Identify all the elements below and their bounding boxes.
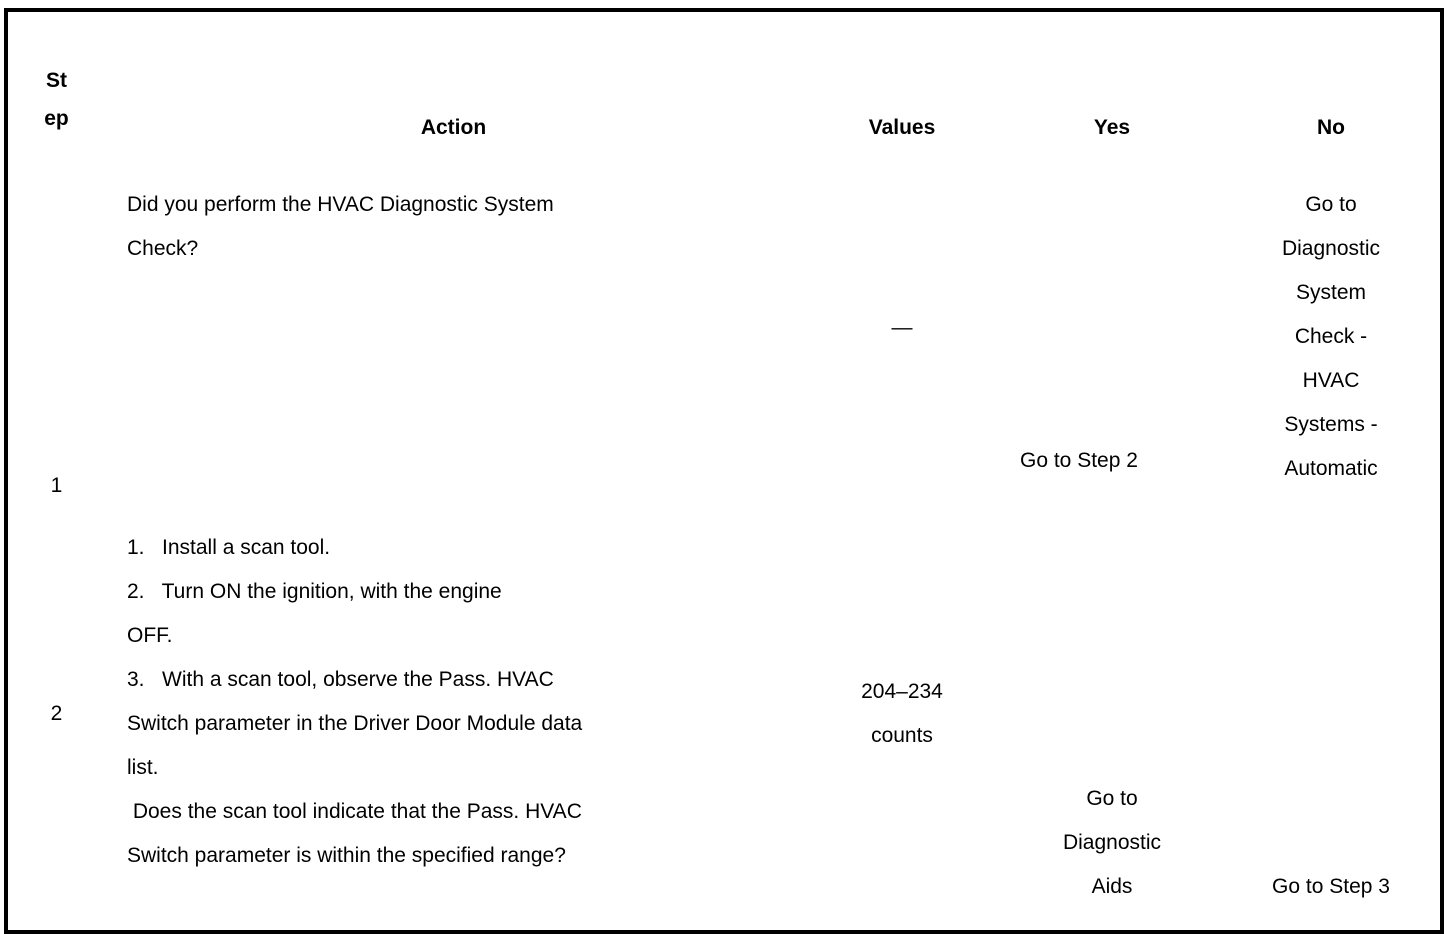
diagnostic-table: St ep Action Values Yes No 1: [4, 8, 1444, 934]
action-line: Did you perform the HVAC Diagnostic Syst…: [127, 193, 554, 216]
yes-text: Go to Step 2: [1002, 439, 1222, 483]
action-cell: 1. Install a scan tool. 2. Turn ON the i…: [105, 502, 802, 932]
yes-line: Aids: [1091, 875, 1133, 898]
action-line: 1. Install a scan tool.: [127, 536, 331, 559]
step-number: 1: [50, 474, 63, 497]
table-header-row: St ep Action Values Yes No: [6, 10, 1442, 159]
yes-line: Diagnostic: [1062, 831, 1162, 854]
action-line: Check?: [127, 237, 199, 260]
action-text: 1. Install a scan tool. 2. Turn ON the i…: [105, 502, 802, 878]
action-line: 2. Turn ON the ignition, with the engine: [127, 580, 502, 603]
table-row: 1 Did you perform the HVAC Diagnostic Sy…: [6, 159, 1442, 502]
column-header-action: Action: [105, 10, 802, 159]
yes-line: Go to Step 2: [1020, 449, 1138, 472]
values-line: counts: [871, 724, 933, 747]
no-line: Diagnostic: [1281, 237, 1381, 260]
no-line: HVAC: [1302, 369, 1360, 392]
no-line: Go to Step 3: [1272, 875, 1390, 898]
values-line: 204–234: [861, 680, 943, 703]
yes-line: Go to: [1086, 787, 1138, 810]
no-line: Go to: [1305, 193, 1357, 216]
action-line: list.: [127, 756, 159, 779]
action-line: OFF.: [127, 624, 173, 647]
action-line: Does the scan tool indicate that the Pas…: [127, 800, 582, 823]
step-cell: 1: [6, 159, 105, 502]
no-cell: Go to Diagnostic System Check - HVAC Sys…: [1222, 159, 1442, 502]
no-text: Go to Diagnostic System Check - HVAC Sys…: [1222, 183, 1440, 491]
values-cell: —: [802, 159, 1002, 502]
column-header-values-label: Values: [868, 116, 936, 139]
table-row: 2 1. Install a scan tool. 2. Turn ON the…: [6, 502, 1442, 932]
column-header-no: No: [1222, 10, 1442, 159]
no-line: Systems -: [1284, 413, 1378, 436]
values-text: —: [802, 306, 1002, 350]
no-line: Check -: [1294, 325, 1368, 348]
yes-text: Go to Diagnostic Aids: [1002, 777, 1222, 909]
step-cell: 2: [6, 502, 105, 932]
column-header-step-line1: St: [46, 69, 67, 92]
column-header-step: St ep: [6, 10, 105, 159]
action-line: Switch parameter in the Driver Door Modu…: [127, 712, 583, 735]
yes-cell: Go to Diagnostic Aids: [1002, 502, 1222, 932]
column-header-action-label: Action: [420, 116, 487, 139]
no-line: System: [1295, 281, 1366, 304]
column-header-yes-label: Yes: [1093, 116, 1131, 139]
action-line: 3. With a scan tool, observe the Pass. H…: [127, 668, 554, 691]
values-line: —: [891, 316, 913, 339]
yes-cell: Go to Step 2: [1002, 159, 1222, 502]
no-line: Automatic: [1284, 457, 1378, 480]
column-header-yes: Yes: [1002, 10, 1222, 159]
column-header-values: Values: [802, 10, 1002, 159]
values-text: 204–234 counts: [802, 670, 1002, 758]
no-cell: Go to Step 3: [1222, 502, 1442, 932]
column-header-no-label: No: [1317, 116, 1345, 139]
no-text: Go to Step 3: [1222, 865, 1440, 909]
values-cell: 204–234 counts: [802, 502, 1002, 932]
step-number: 2: [50, 702, 63, 725]
action-text: Did you perform the HVAC Diagnostic Syst…: [105, 159, 802, 271]
action-cell: Did you perform the HVAC Diagnostic Syst…: [105, 159, 802, 502]
column-header-step-line2: ep: [44, 107, 69, 130]
action-line: Switch parameter is within the specified…: [127, 844, 566, 867]
